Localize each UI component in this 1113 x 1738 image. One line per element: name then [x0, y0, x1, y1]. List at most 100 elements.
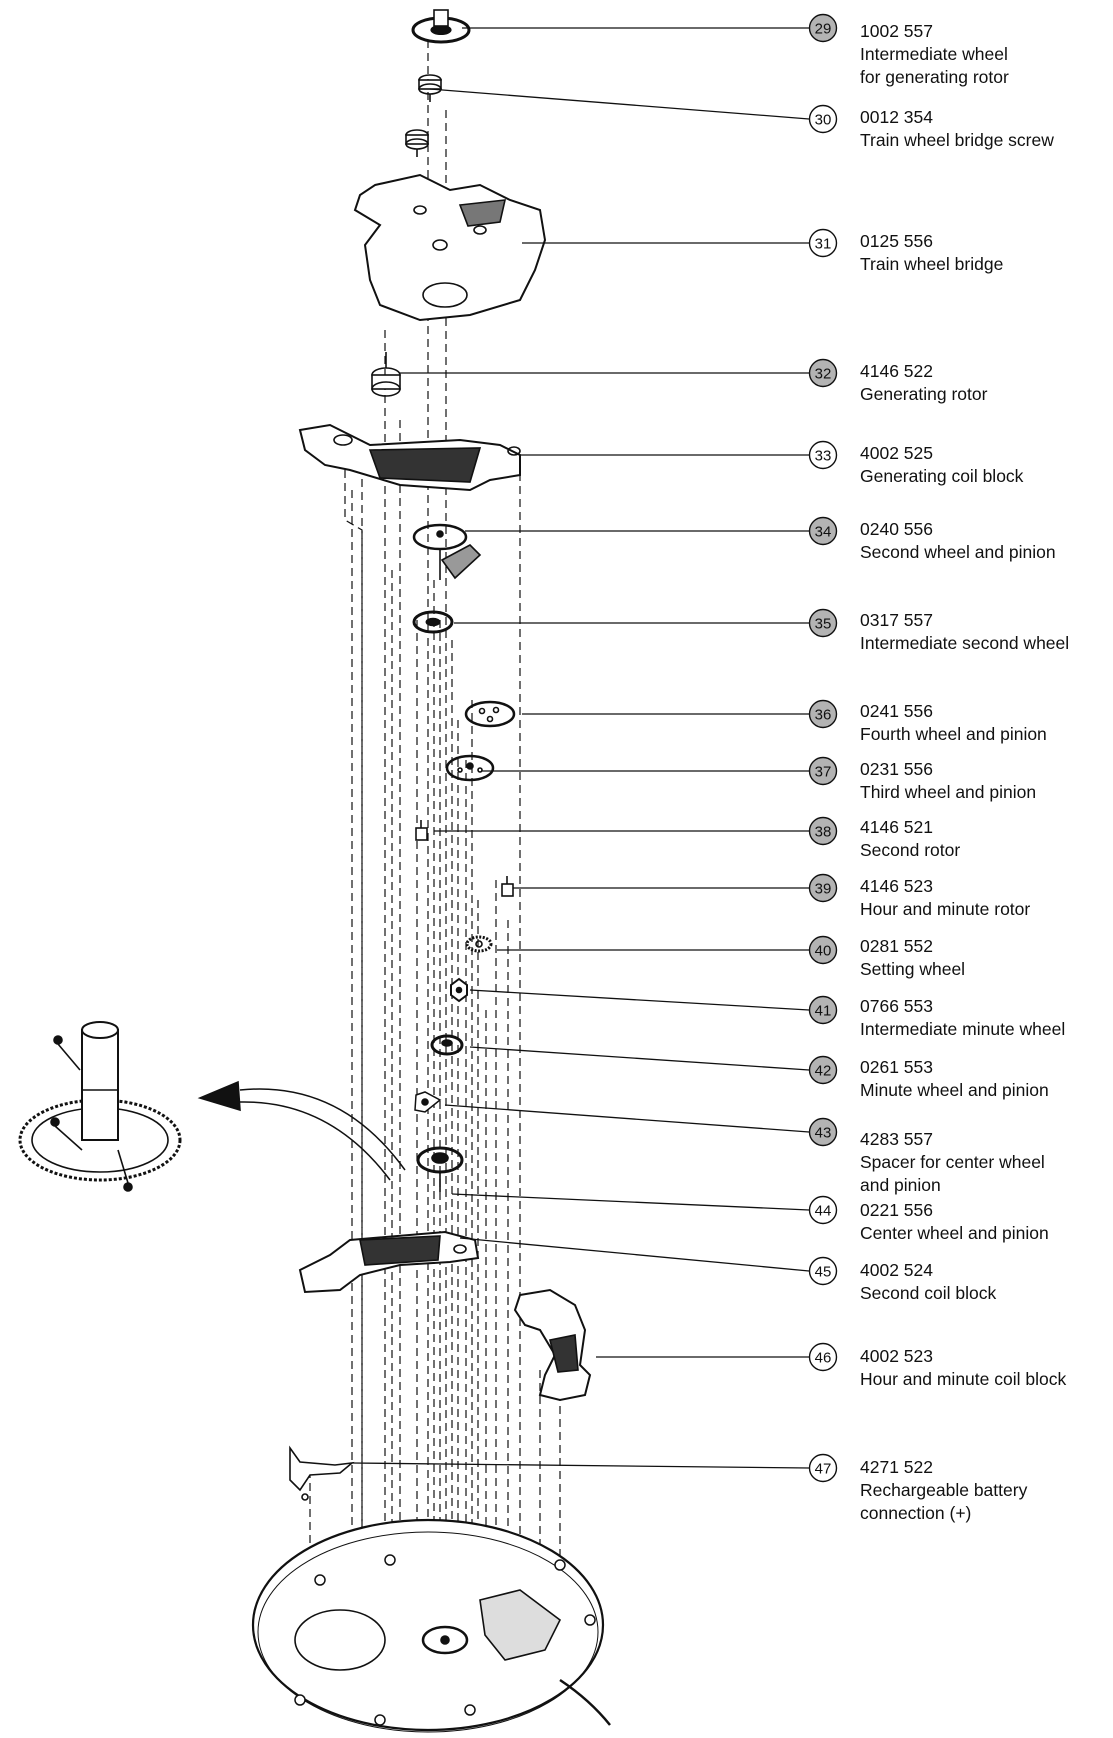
arrow-curve-inner: [239, 1088, 406, 1171]
detail-oil-point: [123, 1182, 133, 1192]
leader-line: [429, 88, 810, 120]
wheel-pinion: [433, 9, 449, 27]
part-description: Center wheel and pinion: [860, 1223, 1049, 1243]
callout-number: 29: [815, 21, 832, 38]
leader-line: [469, 1046, 810, 1071]
arrow-curve-outer: [239, 1101, 391, 1181]
callout-badge-47: [808, 1453, 838, 1483]
part-number: 0261 553: [860, 1057, 933, 1077]
plate-center: [440, 1635, 450, 1645]
callout-badge-31: [808, 228, 838, 258]
wheel-rim: [445, 754, 495, 782]
part-number: 4146 521: [860, 817, 933, 837]
wheel-rim: [464, 700, 516, 728]
rotor-body: [501, 883, 514, 897]
callout-number: 46: [815, 1350, 832, 1367]
bridge-jewel: [422, 282, 468, 308]
train-wheel-bridge-screw-lower: [405, 129, 429, 157]
leader-line: [451, 1193, 810, 1211]
third-wheel-and-pinion: [445, 754, 495, 782]
rechargeable-battery-connection: [289, 1445, 355, 1501]
part-description: Spacer for center wheel: [860, 1152, 1045, 1172]
part-description: Setting wheel: [860, 959, 966, 979]
part-description: and pinion: [860, 1175, 941, 1195]
bridge-hole: [473, 225, 487, 235]
assembly-dashed-line: [344, 470, 363, 1610]
plate-screw: [294, 1694, 306, 1706]
spacer-for-center-wheel: [414, 1091, 442, 1113]
plate-screw: [584, 1614, 596, 1626]
callout-number: 34: [815, 524, 832, 541]
leader-lines: [351, 27, 810, 1469]
spacer-hole: [421, 1098, 429, 1106]
wheel-teeth: [465, 935, 493, 953]
setting-wheel: [465, 935, 493, 953]
part-drawings: [18, 9, 611, 1733]
wheel-hole: [478, 707, 486, 715]
callout-number: 31: [815, 236, 832, 253]
center-wheel-detail-view: [18, 1021, 182, 1192]
part-number: 4002 525: [860, 443, 933, 463]
plate-inner-rim: [257, 1531, 599, 1733]
part-description: Hour and minute coil block: [860, 1369, 1067, 1389]
callout-badge-33: [808, 440, 838, 470]
callout-number: 36: [815, 707, 832, 724]
part-number: 4271 522: [860, 1457, 933, 1477]
part-description: Generating coil block: [860, 466, 1024, 486]
part-number: 4002 523: [860, 1346, 933, 1366]
wheel-center: [466, 762, 474, 770]
plate-screw: [384, 1554, 396, 1566]
detail-oil-point: [50, 1117, 60, 1127]
callout-number: 35: [815, 616, 832, 633]
part-description: Second coil block: [860, 1283, 997, 1303]
bridge-plate: [353, 173, 547, 322]
leader-line: [469, 989, 810, 1011]
minute-wheel-and-pinion: [430, 1034, 464, 1056]
wheel-center: [436, 530, 444, 538]
train-wheel-bridge-screw-upper: [418, 74, 442, 102]
plate-cable: [559, 1678, 611, 1726]
callout-badge-37: [808, 756, 838, 786]
part-number: 4146 522: [860, 361, 933, 381]
callout-badge-34: [808, 516, 838, 546]
callout-number: 32: [815, 366, 832, 383]
callout-badge-41: [808, 995, 838, 1025]
callout-badge-44: [808, 1195, 838, 1225]
callout-badge-43: [808, 1117, 838, 1147]
second-rotor: [415, 820, 428, 841]
callout-number: 38: [815, 824, 832, 841]
wheel-rim: [430, 1034, 464, 1056]
generating-coil-block: [298, 423, 521, 492]
callout-badge-29: [808, 13, 838, 43]
leader-line: [444, 1104, 810, 1133]
part-number: 4002 524: [860, 1260, 933, 1280]
coil-winding: [359, 1235, 441, 1266]
plate-screw: [374, 1714, 386, 1726]
battery-spring: [289, 1445, 355, 1492]
wheel-center: [455, 986, 463, 994]
part-description: Intermediate second wheel: [860, 633, 1070, 653]
part-description: Generating rotor: [860, 384, 988, 404]
callout-badge-39: [808, 873, 838, 903]
part-description: Second wheel and pinion: [860, 542, 1056, 562]
gear-rim: [412, 610, 454, 634]
callout-badge-32: [808, 358, 838, 388]
callout-number: 30: [815, 112, 832, 129]
wheel-center: [475, 940, 483, 948]
wheel-hole: [477, 767, 483, 773]
second-coil-block: [298, 1230, 480, 1294]
callout-number: 37: [815, 764, 832, 781]
detail-pointer: [117, 1149, 129, 1184]
